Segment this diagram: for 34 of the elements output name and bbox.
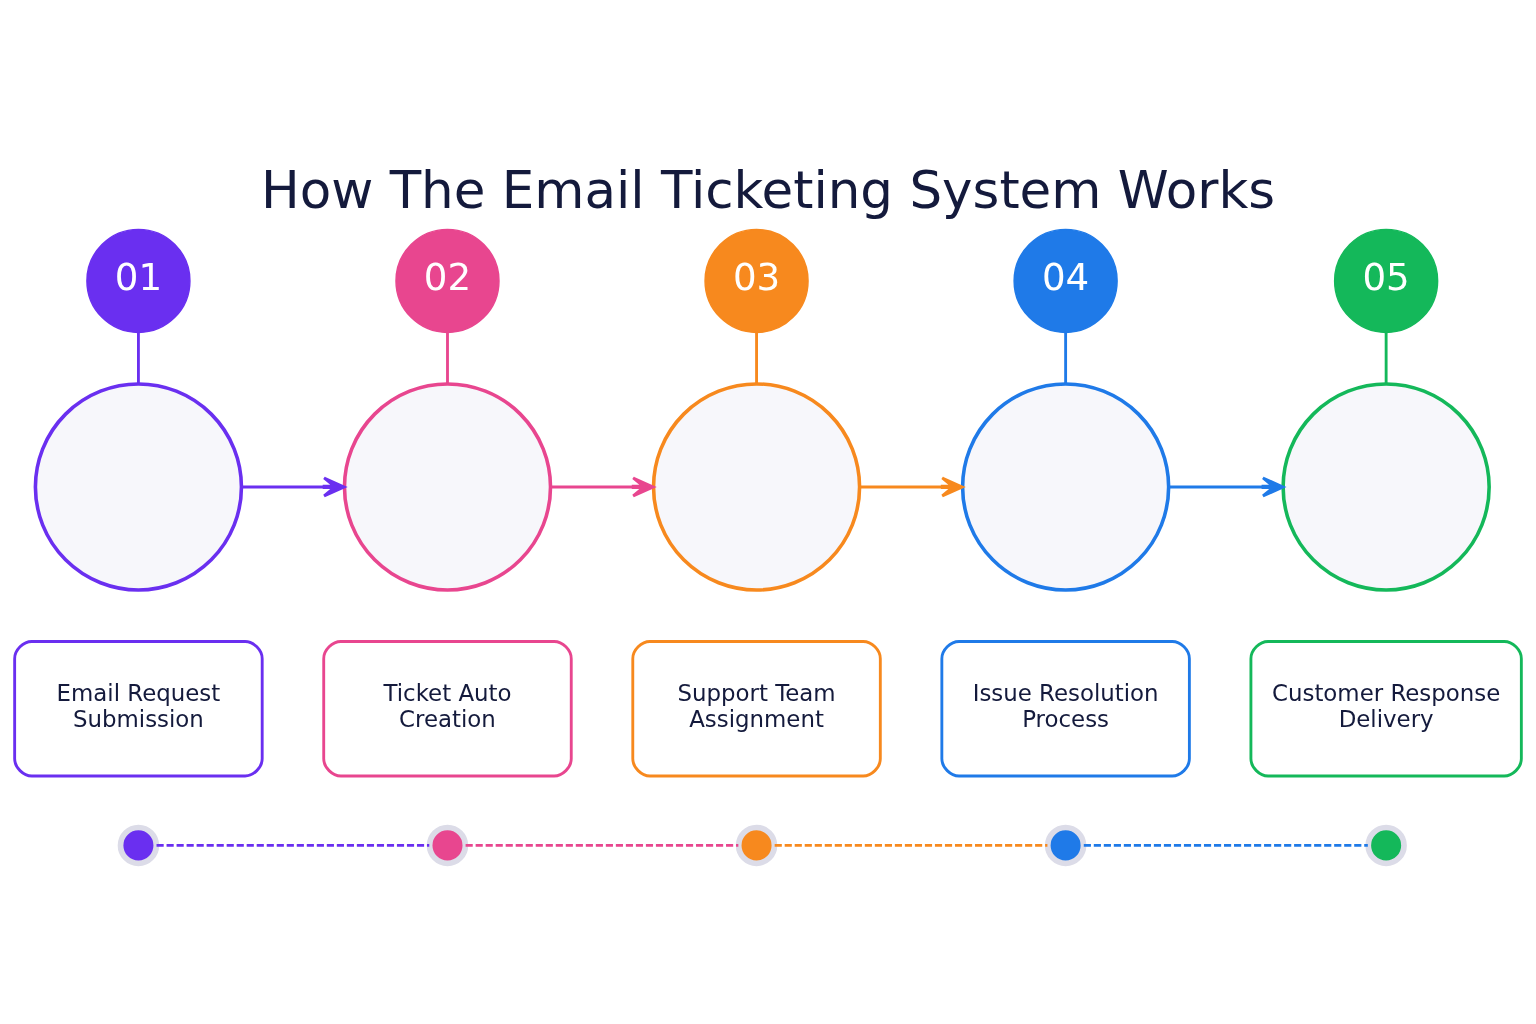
node-circle — [342, 382, 553, 592]
node-box: Issue Resolution Process — [940, 640, 1191, 778]
node-circle — [960, 382, 1171, 592]
node-circle — [426, 824, 469, 867]
node-circle: 04 — [1013, 228, 1118, 334]
connector — [156, 843, 430, 847]
diagram-title: How The Email Ticketing System Works — [260, 159, 1276, 220]
node-circle — [1281, 382, 1491, 592]
node-circle: 02 — [395, 228, 500, 334]
node-circle — [735, 824, 778, 867]
node-box: Customer Response Delivery — [1249, 640, 1523, 778]
arrow — [859, 476, 964, 498]
node-circle — [651, 382, 862, 592]
node-box: Email Request Submission — [13, 640, 264, 778]
connector — [1384, 332, 1388, 384]
arrow — [241, 476, 346, 498]
connector — [755, 332, 758, 384]
connector — [774, 843, 1048, 847]
node-circle — [1365, 824, 1407, 867]
connector — [465, 843, 739, 847]
arrow — [550, 476, 655, 498]
node-circle: 05 — [1333, 228, 1439, 334]
node-circle — [33, 382, 244, 592]
node-circle: 01 — [86, 228, 191, 334]
node-box: Support Team Assignment — [631, 640, 882, 778]
node-circle — [1044, 824, 1087, 867]
connector — [446, 332, 449, 384]
node-box: Ticket Auto Creation — [322, 640, 573, 778]
connector — [1064, 332, 1068, 384]
node-circle — [117, 824, 160, 867]
node-circle: 03 — [704, 228, 809, 334]
connector — [1083, 843, 1368, 847]
connector — [137, 332, 140, 384]
arrow — [1168, 476, 1285, 498]
